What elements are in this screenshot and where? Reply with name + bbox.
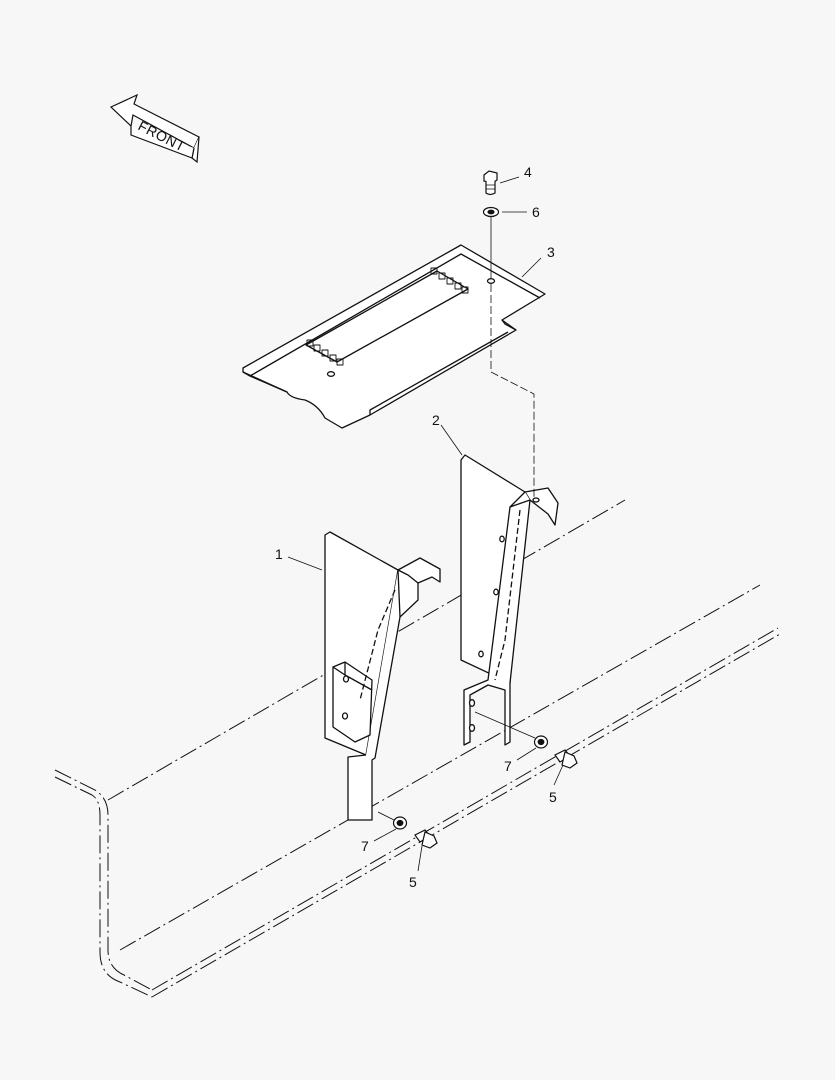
frame-rail: [54, 499, 781, 998]
callout-part-1: 1: [275, 546, 283, 562]
callout-part-7-right: 7: [504, 758, 512, 774]
callout-part-4: 4: [524, 164, 532, 180]
callout-leaders: [287, 176, 564, 872]
callout-part-7-left: 7: [361, 838, 369, 854]
bolt-left-icon: [414, 829, 438, 849]
callout-part-5-right: 5: [549, 789, 557, 805]
top-plate: [242, 244, 546, 429]
callout-part-2: 2: [432, 412, 440, 428]
bolt-top-icon: [483, 170, 498, 196]
callout-part-6: 6: [532, 204, 540, 220]
washer-right-icon: [533, 735, 549, 749]
left-bracket: [324, 531, 441, 821]
callout-part-3: 3: [547, 244, 555, 260]
assembly-lines: [377, 217, 536, 821]
bolt-right-icon: [554, 749, 578, 769]
cutout-corners: [306, 267, 469, 366]
washer-top-icon: [482, 206, 500, 218]
callout-part-5-left: 5: [409, 874, 417, 890]
washer-left-icon: [392, 816, 408, 830]
right-bracket: [460, 454, 559, 746]
